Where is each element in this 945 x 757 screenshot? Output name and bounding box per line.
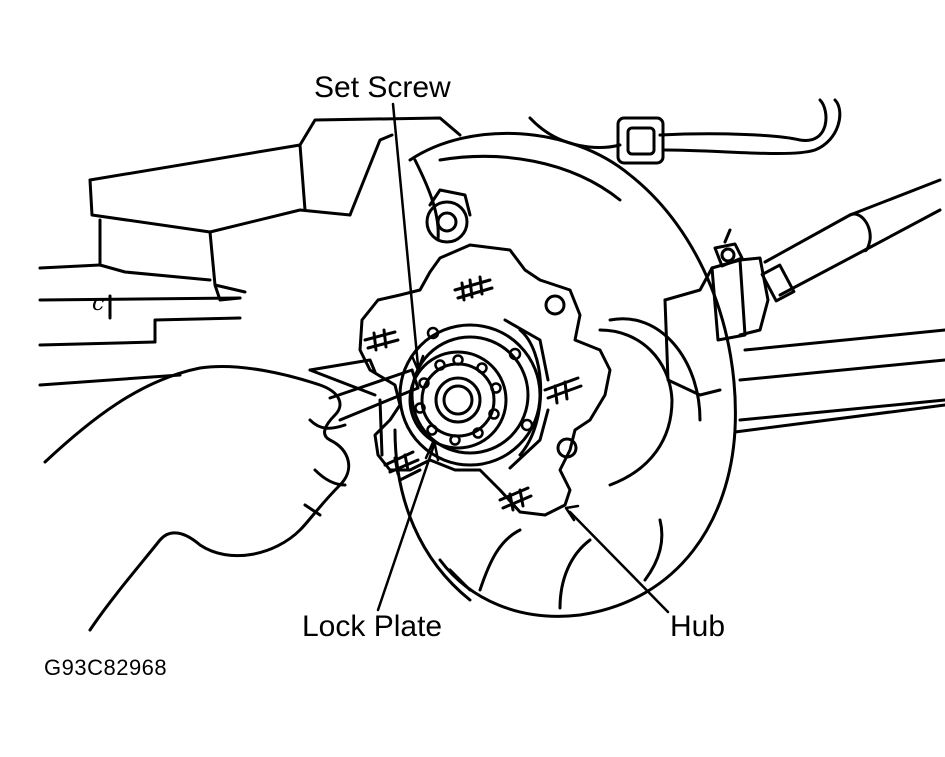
- hub-label: Hub: [670, 610, 726, 643]
- figure-code: G93C82968: [44, 655, 168, 680]
- backing-plate: [393, 131, 737, 618]
- frame-mark: c: [92, 291, 105, 316]
- lock-plate-ring: [408, 350, 508, 450]
- hub-arrowhead: [564, 504, 580, 522]
- wheel-studs: [363, 275, 583, 512]
- lock-plate-holes: [414, 326, 534, 446]
- hub-leader: [568, 510, 670, 614]
- set-screw-leader: [391, 102, 420, 368]
- lock-plate-leader: [376, 443, 436, 612]
- control-arm: [38, 116, 462, 387]
- set-screw-label: Set Screw: [314, 71, 451, 104]
- lock-plate-label: Lock Plate: [302, 610, 443, 643]
- hand-with-tool: [43, 358, 420, 632]
- set-screw-arrowhead: [410, 354, 425, 372]
- brake-line: [528, 98, 842, 165]
- callout-leaders: [376, 102, 670, 614]
- lock-plate-arrowhead: [424, 438, 440, 462]
- hub-flange: [358, 243, 612, 517]
- tie-rod: [663, 178, 945, 434]
